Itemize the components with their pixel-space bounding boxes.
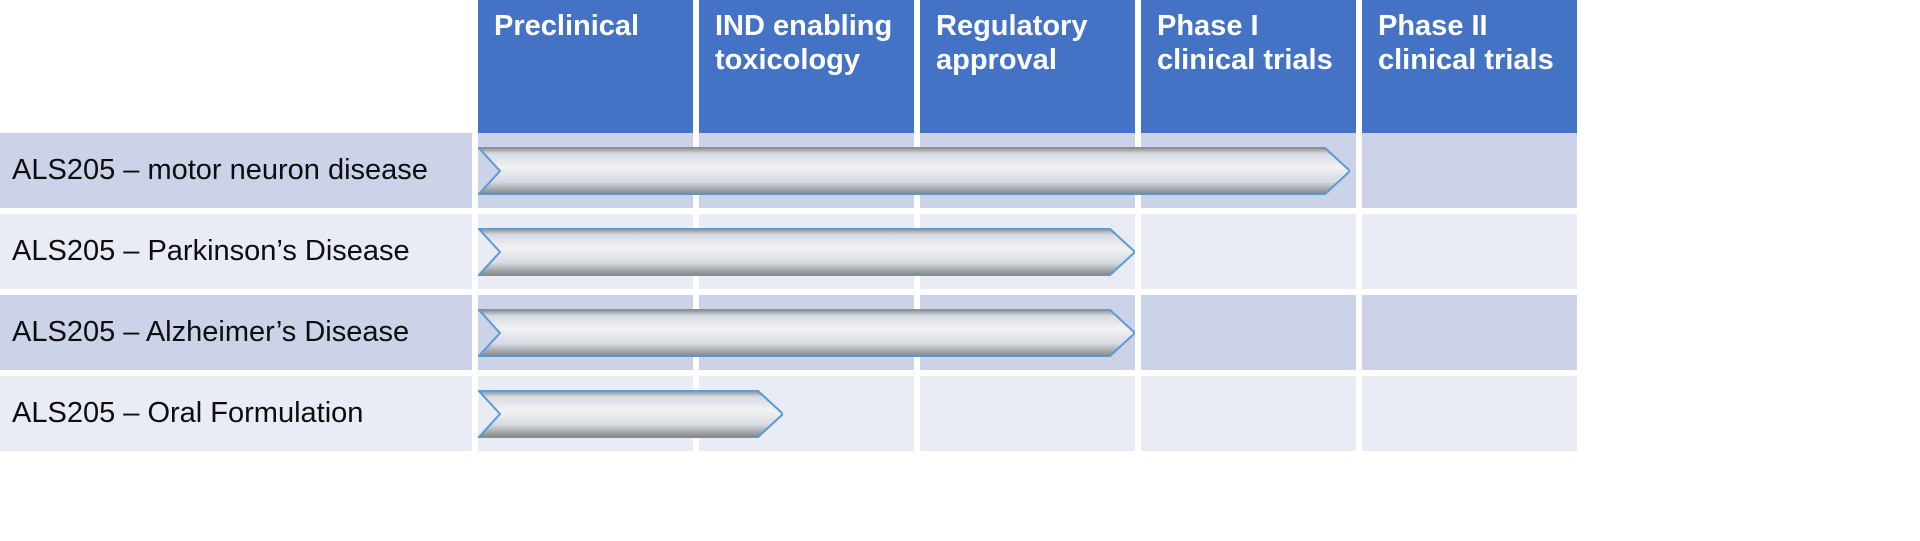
- column-header-phase-ii-clinical-trials: Phase II clinical trials: [1362, 0, 1577, 133]
- column-header-ind-enabling-toxicology: IND enabling toxicology: [699, 0, 914, 133]
- row-label-als205-ad: ALS205 – Alzheimer’s Disease: [0, 295, 472, 370]
- column-header-preclinical: Preclinical: [478, 0, 693, 133]
- row-label-als205-oral: ALS205 – Oral Formulation: [0, 376, 472, 451]
- cell-ad-phase-2: [1362, 295, 1577, 370]
- progress-arrow-als205-ad[interactable]: [478, 309, 1135, 357]
- cell-ad-phase-1: [1141, 295, 1356, 370]
- progress-arrow-als205-mnd[interactable]: [478, 147, 1350, 195]
- cell-pd-phase-2: [1362, 214, 1577, 289]
- cell-oral-phase-1: [1141, 376, 1356, 451]
- cell-mnd-phase-2: [1362, 133, 1577, 208]
- column-header-phase-i-clinical-trials: Phase I clinical trials: [1141, 0, 1356, 133]
- row-label-als205-mnd: ALS205 – motor neuron disease: [0, 133, 472, 208]
- row-label-als205-pd: ALS205 – Parkinson’s Disease: [0, 214, 472, 289]
- cell-oral-phase-2: [1362, 376, 1577, 451]
- table-row: ALS205 – Oral Formulation: [0, 376, 1920, 451]
- cell-oral-regulatory: [920, 376, 1135, 451]
- header-corner-blank: [0, 0, 472, 133]
- progress-arrow-layer: [0, 133, 1920, 541]
- progress-arrow-als205-pd[interactable]: [478, 228, 1135, 276]
- table-header-row: Preclinical IND enabling toxicology Regu…: [0, 0, 1920, 133]
- progress-arrow-als205-oral[interactable]: [478, 390, 783, 438]
- cell-pd-phase-1: [1141, 214, 1356, 289]
- column-header-regulatory-approval: Regulatory approval: [920, 0, 1135, 133]
- table-body: ALS205 – motor neuron disease ALS205 – P…: [0, 133, 1920, 541]
